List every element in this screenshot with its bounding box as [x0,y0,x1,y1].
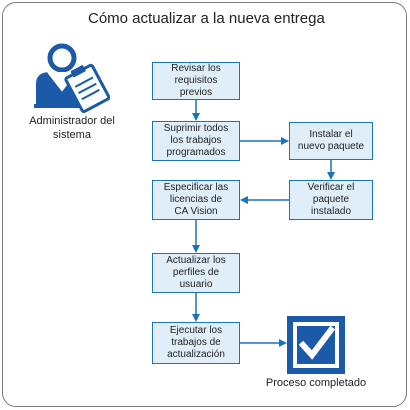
administrator-clipboard-icon [34,43,110,114]
checkbox-check-icon [287,316,345,374]
step-run-jobs: Ejecutar los trabajos de actualización [152,322,240,364]
step-licenses: Especificar las licencias de CA Vision [152,180,240,220]
step-profiles: Actualizar los perfiles de usuario [152,253,240,293]
step-verify: Verificar el paquete instalado [289,180,373,220]
completion-label: Proceso completado [265,377,367,389]
actor-label: Administrador del sistema [29,115,115,141]
step-suspend: Suprimir todos los trabajos programados [152,121,240,161]
diagram-title: Cómo actualizar a la nueva entrega [88,10,325,27]
diagram-frame [2,2,407,407]
step-install: Instalar el nuevo paquete [289,122,373,160]
step-review: Revisar los requisitos previos [152,62,240,100]
